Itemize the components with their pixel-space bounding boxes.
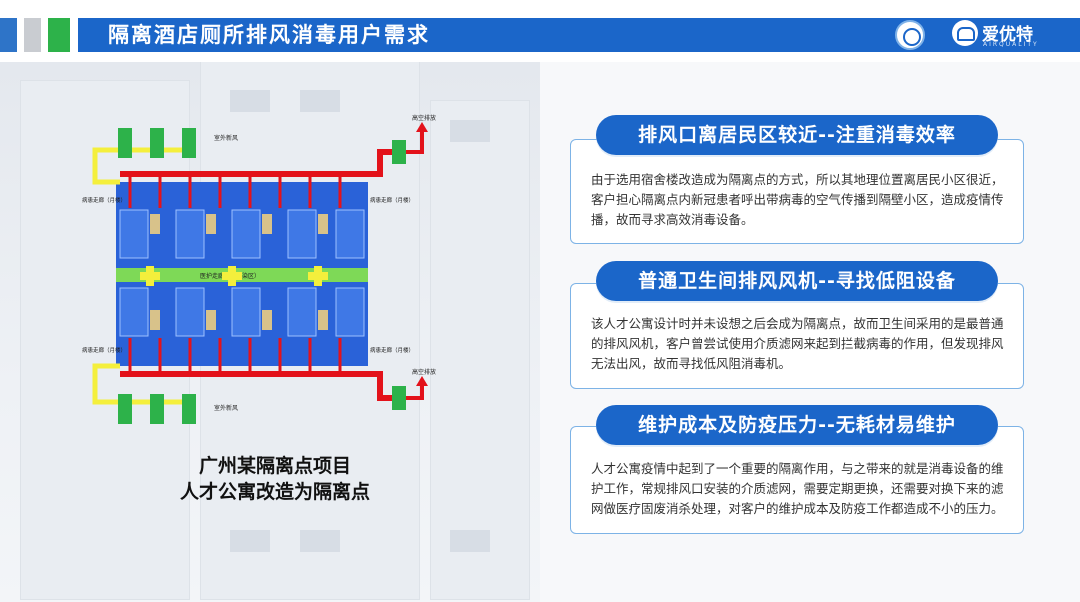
top-exhaust-label: 高空排放 — [412, 114, 436, 122]
brand-subtitle: AIRQUALITY — [983, 41, 1039, 48]
header-accent-grey — [24, 18, 41, 52]
diagram-caption: 广州某隔离点项目 人才公寓改造为隔离点 — [140, 453, 410, 505]
corridor-right-top: 病患走廊（月楼） — [370, 196, 414, 204]
brand-logo-icon — [952, 20, 978, 46]
header-accent-green — [48, 18, 70, 52]
caption-line-1: 广州某隔离点项目 — [198, 455, 351, 477]
bottom-fan-unit — [392, 386, 406, 410]
ventilation-diagram: 医护走廊（半污染区） 高空排放 高空排放 室外新风 室外新风 病患走廊（月楼） — [82, 114, 436, 424]
section-1-heading: 排风口离居民区较近--注重消毒效率 — [596, 115, 998, 155]
header-accent-blue — [0, 18, 17, 52]
corridor-left-bottom: 病患走廊（月楼） — [82, 346, 126, 354]
corridor-right-bottom: 病患走廊（月楼） — [370, 346, 414, 354]
outdoor-air-label: 室外新风 — [214, 134, 238, 142]
page-title: 隔离酒店厕所排风消毒用户需求 — [108, 23, 430, 47]
bottom-exhaust-label: 高空排放 — [412, 368, 436, 376]
corridor-left-top: 病患走廊（月楼） — [82, 196, 126, 204]
header: 隔离酒店厕所排风消毒用户需求 爱优特 AIRQUALITY — [0, 0, 1080, 62]
outdoor-air-label-bottom: 室外新风 — [214, 404, 238, 412]
title-bar — [78, 18, 526, 52]
section-3-heading: 维护成本及防疫压力--无耗材易维护 — [596, 405, 998, 445]
top-fan-unit — [392, 140, 406, 164]
seal-logo-icon — [895, 20, 925, 50]
caption-line-2: 人才公寓改造为隔离点 — [179, 481, 370, 503]
title-bar-extension — [526, 18, 1080, 52]
section-1-body: 由于选用宿舍楼改造成为隔离点的方式，所以其地理位置离居民小区很近，客户担心隔离点… — [591, 172, 1004, 227]
section-3-body: 人才公寓疫情中起到了一个重要的隔离作用，与之带来的就是消毒设备的维护工作，常规排… — [591, 461, 1004, 516]
section-2-body: 该人才公寓设计时并未设想之后会成为隔离点，故而卫生间采用的是最普通的排风风机，客… — [591, 316, 1004, 371]
brand-name: 爱优特 — [982, 25, 1033, 45]
section-2-heading: 普通卫生间排风风机--寻找低阻设备 — [596, 261, 998, 301]
section-card-1: 由于选用宿舍楼改造成为隔离点的方式，所以其地理位置离居民小区很近，客户担心隔离点… — [570, 139, 1024, 244]
